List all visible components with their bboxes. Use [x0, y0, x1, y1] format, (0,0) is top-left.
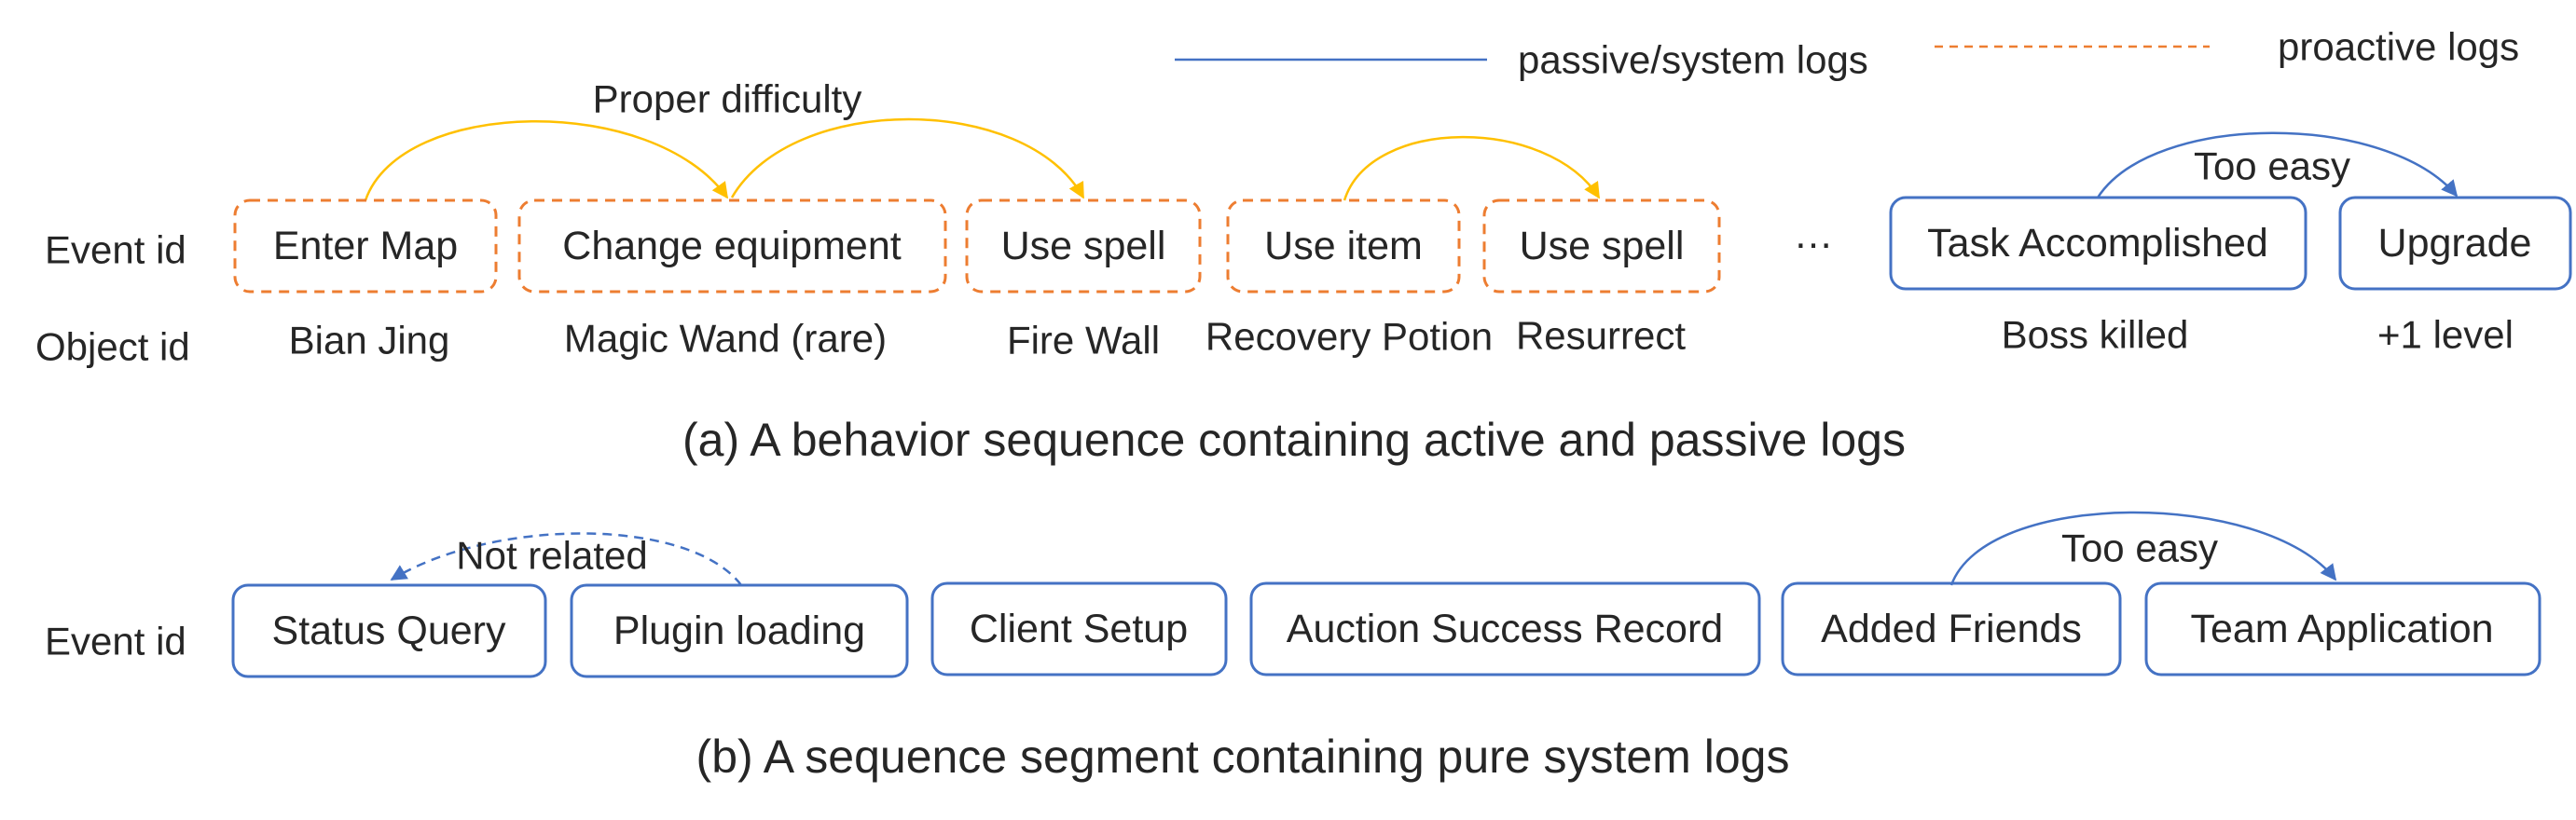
event-status-query: Status Query [231, 583, 547, 678]
legend-proactive-label: proactive logs [2278, 25, 2519, 69]
event-label: Use item [1264, 224, 1423, 268]
event-label: Plugin loading [613, 608, 865, 653]
event-label: Added Friends [1821, 607, 2082, 651]
event-label: Upgrade [2378, 221, 2532, 266]
event-box [1482, 198, 1721, 294]
event-enter-map: Enter Map [233, 198, 498, 294]
event-client-setup: Client Setup [930, 581, 1228, 676]
event-auction-success-record: Auction Success Record [1249, 581, 1761, 676]
object-boss-killed: Boss killed [2002, 313, 2189, 357]
arc-use-item-to-use-spell [1343, 135, 1601, 201]
event-box [2338, 196, 2572, 291]
event-team-application: Team Application [2144, 581, 2542, 676]
ellipsis: … [1794, 212, 1834, 257]
event-label: Team Application [2190, 607, 2493, 651]
object-magic-wand: Magic Wand (rare) [564, 317, 887, 361]
event-label: Auction Success Record [1287, 607, 1723, 651]
event-upgrade: Upgrade [2338, 196, 2572, 291]
arc-enter-map-to-change-equipment [364, 120, 729, 201]
object-fire-wall: Fire Wall [1007, 319, 1160, 362]
arc-change-equipment-to-use-spell [730, 117, 1085, 199]
event-box [1249, 581, 1761, 676]
legend: passive/system logs proactive logs [1175, 25, 2519, 82]
caption-a: (a) A behavior sequence containing activ… [682, 414, 1906, 466]
arc-label-not-related: Not related [456, 534, 647, 578]
event-label: Enter Map [273, 224, 458, 268]
arc-label-too-easy-b: Too easy [2061, 526, 2218, 570]
event-use-spell-2: Use spell [1482, 198, 1721, 294]
event-box [570, 583, 909, 678]
arc-added-friends-to-team-application [1949, 511, 2337, 586]
event-use-item: Use item [1226, 198, 1461, 294]
object-plus-one-level: +1 level [2377, 313, 2514, 357]
event-change-equipment: Change equipment [517, 198, 947, 294]
event-box [1781, 581, 2122, 676]
object-row-label-a: Object id [35, 325, 190, 369]
event-box [930, 581, 1228, 676]
object-recovery-potion: Recovery Potion [1205, 315, 1493, 359]
event-box [231, 583, 547, 678]
event-label: Use spell [1001, 224, 1166, 268]
panel-b: Event id Not related Too easy Status Que… [45, 511, 2542, 783]
event-box [1889, 196, 2307, 291]
event-added-friends: Added Friends [1781, 581, 2122, 676]
arc-label-proper-difficulty: Proper difficulty [593, 77, 862, 121]
event-label: Use spell [1520, 224, 1685, 268]
legend-passive-label: passive/system logs [1518, 38, 1868, 82]
event-use-spell-1: Use spell [965, 198, 1202, 294]
event-label: Status Query [272, 608, 506, 653]
event-box [965, 198, 1202, 294]
event-box [2144, 581, 2542, 676]
event-label: Change equipment [562, 224, 901, 268]
event-task-accomplished: Task Accomplished [1889, 196, 2307, 291]
event-box [517, 198, 947, 294]
event-label: Task Accomplished [1927, 221, 2268, 266]
arc-plugin-to-status-not-related [390, 532, 742, 586]
event-row-label-b: Event id [45, 620, 186, 663]
event-box [233, 198, 498, 294]
panel-a: Event id Object id Proper difficulty Too… [35, 77, 2572, 466]
caption-b: (b) A sequence segment containing pure s… [696, 731, 1790, 783]
event-box [1226, 198, 1461, 294]
arc-task-to-upgrade [2096, 131, 2459, 198]
object-resurrect: Resurrect [1516, 314, 1686, 358]
arc-label-too-easy-a: Too easy [2194, 144, 2350, 188]
event-plugin-loading: Plugin loading [570, 583, 909, 678]
object-bian-jing: Bian Jing [289, 319, 450, 362]
event-label: Client Setup [970, 607, 1188, 651]
event-row-label-a: Event id [45, 228, 186, 272]
